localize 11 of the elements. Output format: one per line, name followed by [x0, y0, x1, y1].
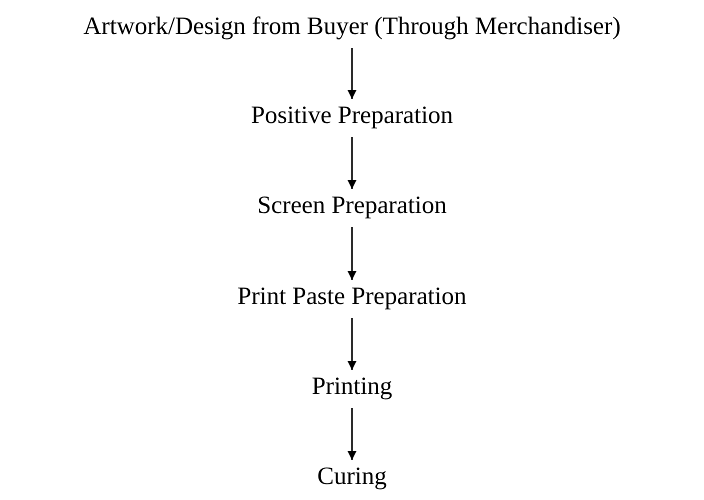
arrow	[348, 48, 356, 99]
process-step-label: Curing	[317, 462, 387, 492]
arrow	[348, 227, 356, 280]
arrow	[348, 137, 356, 189]
arrow	[348, 408, 356, 460]
process-step-label: Positive Preparation	[250, 101, 454, 131]
process-step-label: Screen Preparation	[257, 191, 447, 221]
process-step-label: Printing	[312, 372, 392, 402]
arrow	[348, 318, 356, 370]
process-step-label: Print Paste Preparation	[237, 282, 467, 312]
process-step-label: Artwork/Design from Buyer (Through Merchandiser)	[83, 12, 621, 42]
